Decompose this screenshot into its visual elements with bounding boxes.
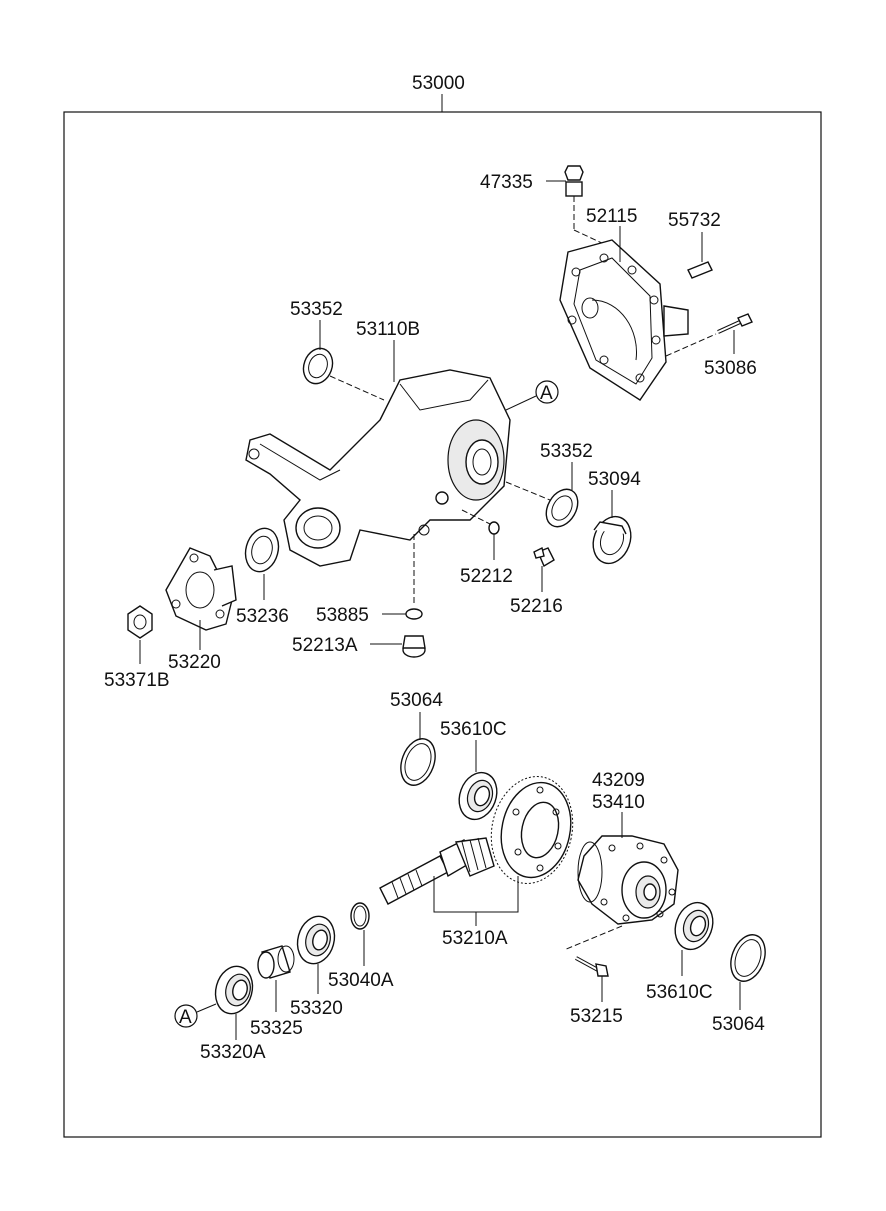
ref-marker-a-bottom-label: A: [179, 1007, 192, 1028]
ring-gear: [490, 776, 574, 884]
ref-marker-a-bottom: [174, 1004, 198, 1028]
label-53320A[interactable]: 53320A: [200, 1042, 266, 1063]
plug-52216: [533, 546, 555, 568]
label-53320[interactable]: 53320: [290, 998, 343, 1019]
label-52213A[interactable]: 52213A: [292, 635, 358, 656]
bolt-53215: [575, 956, 609, 977]
label-52212[interactable]: 52212: [460, 566, 513, 587]
differential-case: [577, 835, 679, 925]
label-53000[interactable]: 53000: [412, 73, 465, 94]
label-43209[interactable]: 43209: [592, 770, 645, 791]
snap-ring-53040A: [350, 902, 370, 930]
label-53236[interactable]: 53236: [236, 606, 289, 627]
companion-flange-53220: [165, 547, 237, 631]
label-53325[interactable]: 53325: [250, 1018, 303, 1039]
side-flange-53094: [592, 515, 632, 565]
label-52216[interactable]: 52216: [510, 596, 563, 617]
drain-plug-47335: [564, 165, 584, 197]
bearing-53610C-bottom: [674, 901, 714, 951]
label-53220[interactable]: 53220: [168, 652, 221, 673]
bolt-53086: [717, 313, 753, 334]
label-55732[interactable]: 55732: [668, 210, 721, 231]
bearing-53320A: [214, 965, 254, 1015]
lock-nut-53371B: [127, 605, 153, 639]
filler-plug-52213A: [402, 635, 426, 658]
label-53371B[interactable]: 53371B: [104, 670, 170, 691]
label-53210A[interactable]: 53210A: [442, 928, 508, 949]
washer-52212: [488, 521, 500, 535]
label-53064-top[interactable]: 53064: [390, 690, 443, 711]
drive-pinion: [379, 837, 495, 905]
differential-cover-52115: [559, 239, 689, 401]
oil-seal-53352-right: [545, 488, 579, 528]
label-53885[interactable]: 53885: [316, 605, 369, 626]
spacer-53325: [257, 945, 295, 979]
carrier-housing-53110B: [245, 369, 511, 567]
oil-seal-53236: [244, 527, 280, 573]
label-53610C-bottom[interactable]: 53610C: [646, 982, 713, 1003]
label-53410[interactable]: 53410: [592, 792, 645, 813]
bearing-53610C-top: [458, 771, 498, 821]
label-53610C-top[interactable]: 53610C: [440, 719, 507, 740]
dowel-pin-55732: [687, 261, 713, 279]
bearing-53320: [296, 915, 336, 965]
label-53352-right[interactable]: 53352: [540, 441, 593, 462]
label-53094[interactable]: 53094: [588, 469, 641, 490]
label-53110B[interactable]: 53110B: [356, 319, 420, 340]
label-52115[interactable]: 52115: [586, 206, 637, 227]
oil-seal-53352-top: [302, 347, 334, 385]
label-53086[interactable]: 53086: [704, 358, 757, 379]
label-53040A[interactable]: 53040A: [328, 970, 394, 991]
gasket-53885: [405, 608, 423, 620]
shim-53064-bottom: [730, 934, 766, 982]
shim-53064-top: [400, 738, 436, 786]
label-53215[interactable]: 53215: [570, 1006, 623, 1027]
label-53064-bottom[interactable]: 53064: [712, 1014, 765, 1035]
label-53352-top[interactable]: 53352: [290, 299, 343, 320]
ref-marker-a-top: [535, 380, 559, 404]
label-47335[interactable]: 47335: [480, 172, 533, 193]
ref-marker-a-top-label: A: [540, 383, 553, 404]
